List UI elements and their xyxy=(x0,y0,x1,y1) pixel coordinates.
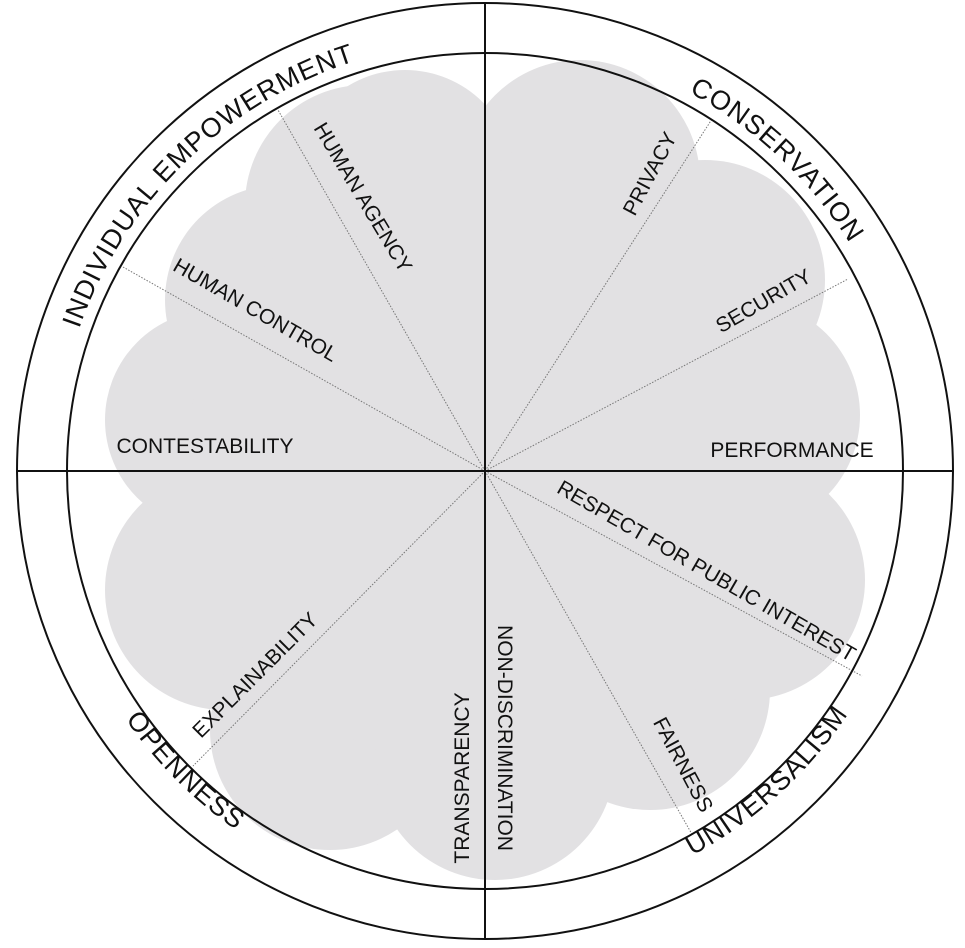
value-label-contestability: CONTESTABILITY xyxy=(117,435,294,458)
spoke-line xyxy=(277,109,486,472)
spoke-line xyxy=(484,278,849,472)
spoke-line xyxy=(192,470,486,767)
value-label-transparency: TRANSPARENCY xyxy=(451,692,474,863)
spoke-line xyxy=(484,118,713,472)
spoke-line xyxy=(484,470,863,677)
value-label-non-discrimination: NON-DISCRIMINATION xyxy=(493,625,516,851)
value-label-performance: PERFORMANCE xyxy=(710,439,873,462)
spoke-line xyxy=(122,266,486,472)
spoke-line xyxy=(484,470,694,837)
spoke-lines xyxy=(122,109,863,837)
